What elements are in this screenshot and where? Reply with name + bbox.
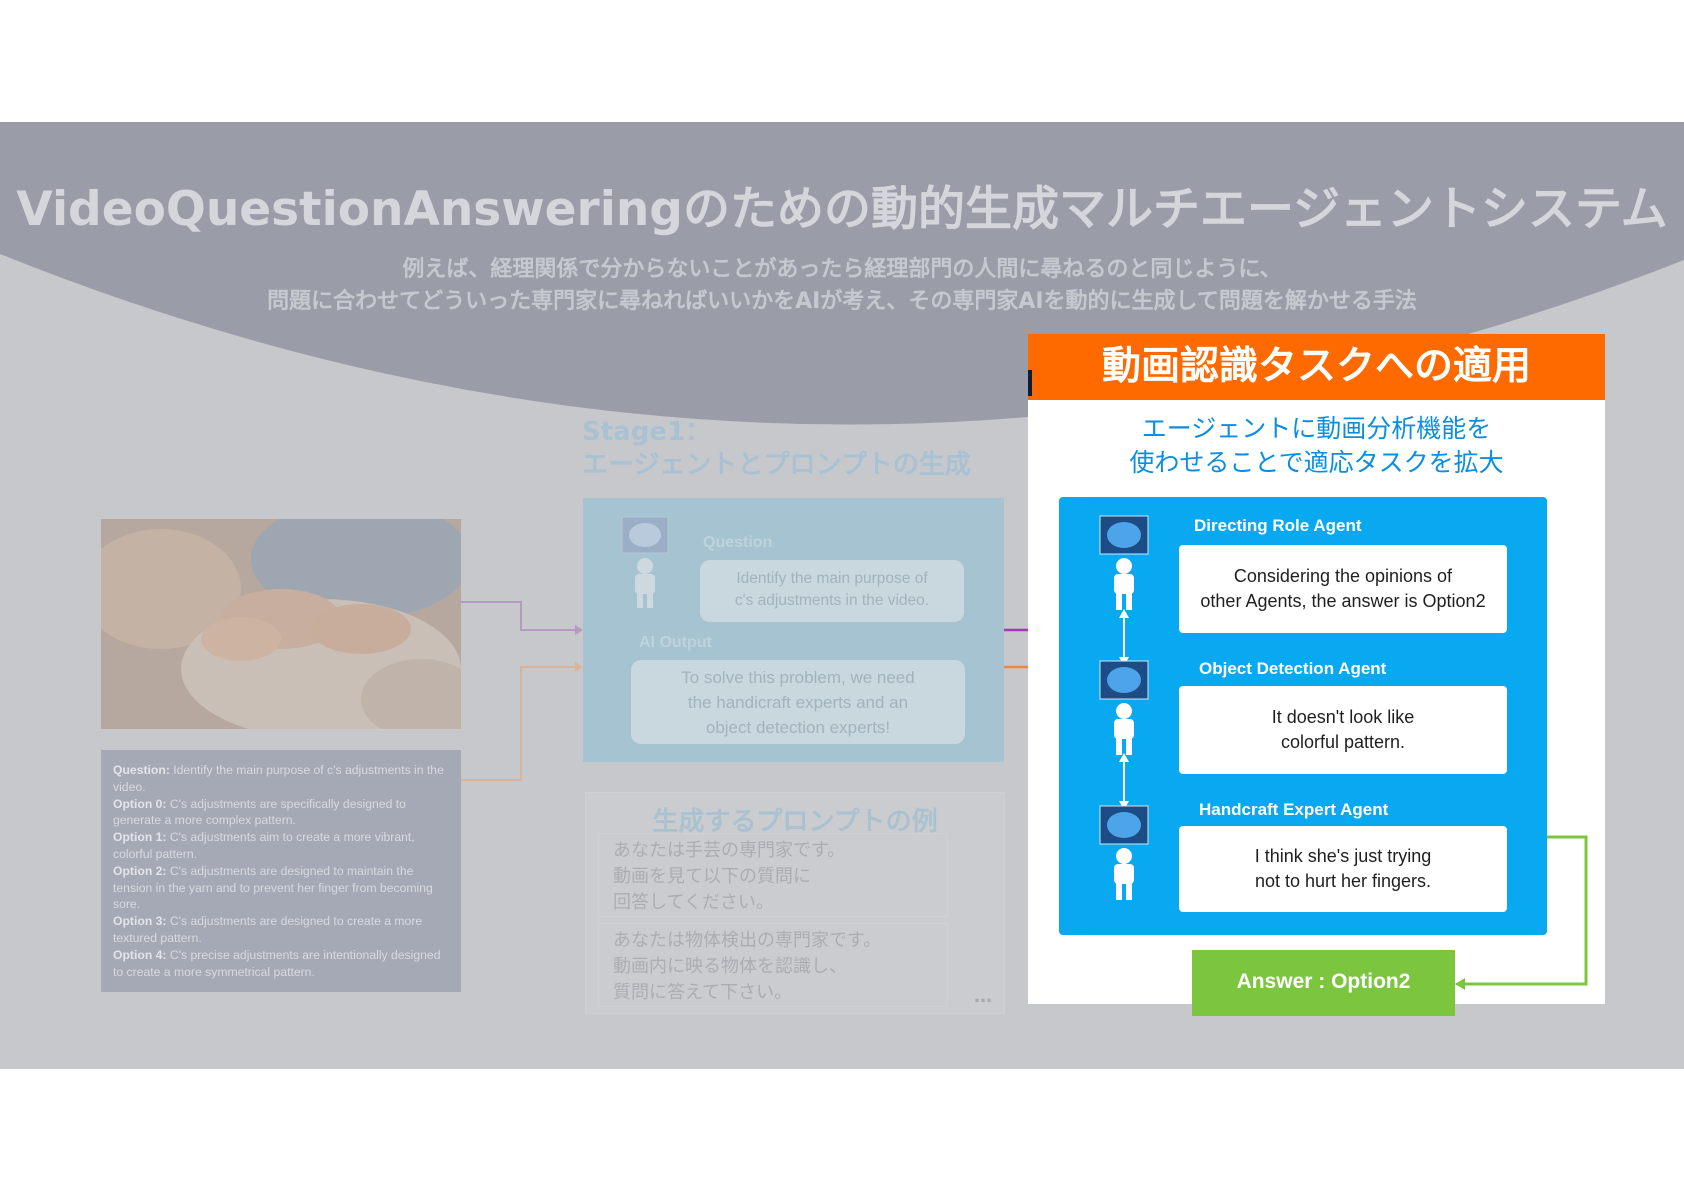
handcraft-agent-name: Handcraft Expert Agent <box>1199 800 1389 819</box>
prompt-card-2-line-1: あなたは物体検出の専門家です。 <box>613 930 882 951</box>
stage1-title-line-2: エージェントとプロンプトの生成 <box>582 450 971 480</box>
ai-output-line-1: To solve this problem, we need <box>681 668 915 687</box>
more-ellipsis: … <box>974 986 992 1007</box>
brain-agent-icon <box>621 516 669 608</box>
ai-output-bubble: To solve this problem, we need the handi… <box>631 660 965 744</box>
prompt-card-handcraft: あなたは手芸の専門家です。 動画を見て以下の質問に 回答してください。 <box>598 833 948 917</box>
answer-connector-arrow <box>1455 835 1588 990</box>
application-header: 動画認識タスクへの適用 <box>1028 334 1605 400</box>
directing-agent-name: Directing Role Agent <box>1194 516 1362 535</box>
object-msg-line-2: colorful pattern. <box>1280 732 1406 752</box>
option-line-0: Question: Identify the main purpose of c… <box>113 763 444 794</box>
object-detection-agent-icon <box>1099 660 1149 755</box>
stage1-title-line-1: Stage1： <box>582 417 712 447</box>
slide-background: VideoQuestionAnsweringのための動的生成マルチエージェントシ… <box>0 122 1684 1069</box>
directing-msg-line-2: other Agents, the answer is Option2 <box>1200 591 1486 611</box>
directing-msg-line-1: Considering the opinions of <box>1233 566 1453 586</box>
handcraft-agent-icon <box>1099 805 1149 900</box>
application-subtitle-line-2: 使わせることで適応タスクを拡大 <box>1129 448 1504 477</box>
object-detection-agent-name: Object Detection Agent <box>1199 659 1387 678</box>
ai-output-line-3: object detection experts! <box>705 718 891 737</box>
header-edge-mark <box>1028 370 1032 396</box>
prompt-card-object-detection: あなたは物体検出の専門家です。 動画内に映る物体を認識し、 質問に答えて下さい。 <box>598 923 948 1007</box>
option-line-4: Option 3: C's adjustments are designed t… <box>113 914 423 945</box>
question-options-box: Question: Identify the main purpose of c… <box>101 750 461 992</box>
prompt-card-2-line-3: 質問に答えて下さい。 <box>613 982 793 1003</box>
stage1-panel: Question Identify the main purpose of c'… <box>583 498 1004 762</box>
ai-output-line-2: the handicraft experts and an <box>687 693 909 712</box>
agents-box: Directing Role Agent Considering the opi… <box>1059 497 1547 935</box>
directing-agent-message: Considering the opinions of other Agents,… <box>1179 545 1507 633</box>
subtitle: 例えば、経理関係で分からないことがあったら経理部門の人間に尋ねるのと同じように、… <box>0 254 1684 318</box>
option-line-3: Option 2: C's adjustments are designed t… <box>113 863 433 912</box>
ai-output-label: AI Output <box>639 634 712 651</box>
subtitle-line-2: 問題に合わせてどういった専門家に尋ねればいいかをAIが考え、その専門家AIを動的… <box>267 289 1417 314</box>
prompt-card-2-line-2: 動画内に映る物体を認識し、 <box>613 956 847 977</box>
stage1-title: Stage1： エージェントとプロンプトの生成 <box>582 416 971 482</box>
option-line-5: Option 4: C's precise adjustments are in… <box>113 947 441 979</box>
object-detection-agent-message: It doesn't look like colorful pattern. <box>1179 686 1507 774</box>
prompt-card-1-line-3: 回答してください。 <box>613 892 774 913</box>
prompt-examples-area: 生成するプロンプトの例 あなたは手芸の専門家です。 動画を見て以下の質問に 回答… <box>585 792 1005 1014</box>
application-subtitle: エージェントに動画分析機能を 使わせることで適応タスクを拡大 <box>1028 412 1605 480</box>
subtitle-line-1: 例えば、経理関係で分からないことがあったら経理部門の人間に尋ねるのと同じように、 <box>402 257 1282 282</box>
directing-agent-icon <box>1099 515 1149 610</box>
object-msg-line-1: It doesn't look like <box>1271 707 1415 727</box>
video-frame-thumbnail <box>101 519 461 729</box>
question-bubble: Identify the main purpose of c's adjustm… <box>700 560 964 622</box>
handcraft-msg-line-2: not to hurt her fingers. <box>1254 871 1432 891</box>
page-title: VideoQuestionAnsweringのための動的生成マルチエージェントシ… <box>16 182 1668 237</box>
handcraft-agent-message: I think she's just trying not to hurt her… <box>1179 826 1507 912</box>
knitting-hands-image <box>101 519 461 729</box>
application-panel: 動画認識タスクへの適用 エージェントに動画分析機能を 使わせることで適応タスクを… <box>1028 334 1605 1016</box>
prompt-examples-title: 生成するプロンプトの例 <box>652 807 938 837</box>
question-text-line-1: Identify the main purpose of <box>736 570 928 587</box>
option-line-1: Option 0: C's adjustments are specifical… <box>113 796 406 828</box>
prompt-card-1-line-2: 動画を見て以下の質問に <box>613 866 811 887</box>
prompt-card-1-line-1: あなたは手芸の専門家です。 <box>613 840 846 861</box>
option-line-2: Option 1: C's adjustments aim to create … <box>113 830 415 861</box>
application-subtitle-line-1: エージェントに動画分析機能を <box>1141 414 1492 443</box>
answer-badge: Answer : Option2 <box>1192 950 1455 1016</box>
question-text-line-2: c's adjustments in the video. <box>734 592 930 609</box>
handcraft-msg-line-1: I think she's just trying <box>1254 846 1432 866</box>
question-label: Question <box>703 534 773 551</box>
